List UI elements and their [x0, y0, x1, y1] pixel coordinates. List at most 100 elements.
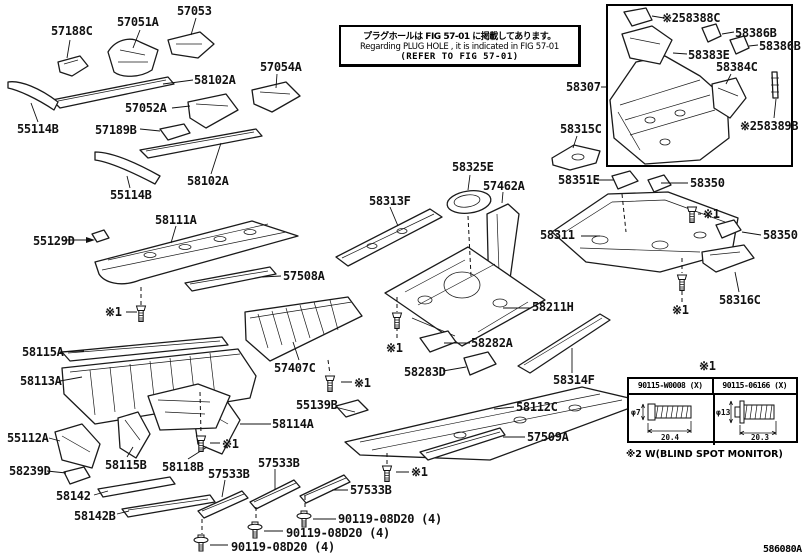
part-57051a-drawing [107, 38, 159, 77]
part-label-58386b-2[interactable]: 58386B [759, 39, 801, 53]
part-label-57407c[interactable]: 57407C [274, 361, 316, 375]
part-label-58311[interactable]: 58311 [540, 228, 575, 242]
part-58113a-drawing [61, 348, 257, 425]
ref-mark-1a: ※1 [105, 305, 122, 319]
part-57533b-3-drawing [299, 474, 351, 504]
part-label-258388c[interactable]: ※258388C [662, 11, 721, 25]
part-58350-1-drawing [647, 174, 672, 193]
notice-text-english: Regarding PLUG HOLE , it is indicated in… [360, 42, 559, 52]
part-label-58111a[interactable]: 58111A [155, 213, 197, 227]
part-57189b-drawing [159, 123, 191, 141]
part-label-57533b-3[interactable]: 57533B [350, 483, 392, 497]
part-58386b-1-drawing [701, 23, 722, 43]
part-label-58351e[interactable]: 58351E [558, 173, 600, 187]
part-57052a-drawing [187, 93, 239, 129]
part-label-55139b[interactable]: 55139B [296, 398, 338, 412]
bolt-icon [136, 305, 146, 322]
part-258388c-drawing [623, 7, 653, 27]
part-label-58325e[interactable]: 58325E [452, 160, 494, 174]
part-label-58118b[interactable]: 58118B [162, 460, 204, 474]
screw2-length: 20.3 [751, 433, 770, 441]
screw-drawing-2: φ13 20.3 [716, 400, 777, 442]
part-label-90119-1[interactable]: 90119-08D20 (4) [338, 512, 442, 526]
part-label-58114a[interactable]: 58114A [272, 417, 314, 431]
part-label-57509a[interactable]: 57509A [527, 430, 569, 444]
part-label-58211h[interactable]: 58211H [532, 300, 574, 314]
part-label-57533b-1[interactable]: 57533B [208, 467, 250, 481]
bolt-icon [392, 312, 402, 329]
fastener-spec-table: 90115-W0008 (X) 90115-06166 (X) φ7 20.4 … [627, 377, 798, 445]
part-label-57508a[interactable]: 57508A [283, 269, 325, 283]
screw-drawing-1: φ7 20.4 [631, 403, 692, 442]
part-label-58113a[interactable]: 58113A [20, 374, 62, 388]
fastener-drawing-cell-1: φ7 20.4 [629, 395, 715, 445]
part-58239d-drawing [63, 466, 91, 485]
part-57054a-drawing [251, 81, 301, 113]
part-58115b-drawing [117, 411, 151, 459]
part-label-58283d[interactable]: 58283D [404, 365, 446, 379]
part-57407c-drawing [244, 296, 363, 362]
part-label-58315c[interactable]: 58315C [560, 122, 602, 136]
part-57533b-2-drawing [249, 479, 301, 510]
part-58316c-drawing [701, 244, 755, 273]
part-58315c-drawing [551, 144, 601, 171]
part-label-58142[interactable]: 58142 [56, 489, 91, 503]
fastener-part-no-1[interactable]: 90115-W0008 (X) [629, 379, 714, 393]
ref-mark-1f: ※1 [703, 207, 720, 221]
part-label-58350-2[interactable]: 58350 [763, 228, 798, 242]
part-58114a-drawing [147, 383, 231, 431]
part-55114b-2-drawing [94, 151, 161, 185]
part-label-55112a[interactable]: 55112A [7, 431, 49, 445]
part-label-58316c[interactable]: 58316C [719, 293, 761, 307]
fastener-part-no-2[interactable]: 90115-06166 (X) [722, 381, 788, 390]
ref-mark-1g: ※1 [672, 303, 689, 317]
part-label-57533b-2[interactable]: 57533B [258, 456, 300, 470]
part-label-58102a-1[interactable]: 58102A [194, 73, 236, 87]
part-label-58313f[interactable]: 58313F [369, 194, 411, 208]
part-label-58112c[interactable]: 58112C [516, 400, 558, 414]
part-label-57462a[interactable]: 57462A [483, 179, 525, 193]
part-label-58282a[interactable]: 58282A [471, 336, 513, 350]
part-label-57052a[interactable]: 57052A [125, 101, 167, 115]
part-label-90119-2[interactable]: 90119-08D20 (4) [286, 526, 390, 540]
part-55114b-1-drawing [7, 81, 59, 111]
part-label-58142b[interactable]: 58142B [74, 509, 116, 523]
fastener-table-body: φ7 20.4 φ13 20.3 [629, 395, 796, 445]
part-label-58383e[interactable]: 58383E [688, 48, 730, 62]
part-label-57189b[interactable]: 57189B [95, 123, 137, 137]
bolt-icon [677, 274, 687, 291]
part-58112c-drawing [344, 386, 647, 461]
part-57533b-1-drawing [197, 490, 249, 519]
ref-mark-1b: ※1 [354, 376, 371, 390]
part-label-55114b-2[interactable]: 55114B [110, 188, 152, 202]
part-label-258389b[interactable]: ※258389B [740, 119, 799, 133]
part-label-58386b-1[interactable]: 58386B [735, 26, 777, 40]
part-label-58350-1[interactable]: 58350 [690, 176, 725, 190]
fastener-table-title: ※1 [699, 359, 716, 373]
notice-text-refer: (REFER TO FIG 57-01) [400, 52, 519, 62]
fastener-drawing-cell-2: φ13 20.3 [715, 395, 799, 445]
part-label-90119-3[interactable]: 90119-08D20 (4) [231, 540, 335, 554]
part-55129d-clip-drawing [91, 229, 110, 243]
part-label-57051a[interactable]: 57051A [117, 15, 159, 29]
part-label-58384c[interactable]: 58384C [716, 60, 758, 74]
rear-panel-inset-frame [606, 4, 793, 167]
part-label-55129d[interactable]: 55129D [33, 234, 75, 248]
part-label-57054a[interactable]: 57054A [260, 60, 302, 74]
part-label-55114b-1[interactable]: 55114B [17, 122, 59, 136]
part-58351e-drawing [611, 170, 639, 190]
part-label-58307[interactable]: 58307 [566, 80, 601, 94]
part-label-57188c[interactable]: 57188C [51, 24, 93, 38]
part-58313f-drawing [335, 208, 443, 267]
part-label-58102a-2[interactable]: 58102A [187, 174, 229, 188]
part-label-58115a[interactable]: 58115A [22, 345, 64, 359]
part-58111a-drawing [94, 220, 299, 285]
part-label-58115b[interactable]: 58115B [105, 458, 147, 472]
part-label-57053[interactable]: 57053 [177, 4, 212, 18]
part-label-58239d[interactable]: 58239D [9, 464, 51, 478]
fastener-table-header: 90115-W0008 (X) 90115-06166 (X) [629, 379, 796, 395]
washer-bolt-icon [296, 510, 312, 528]
part-label-58314f[interactable]: 58314F [553, 373, 595, 387]
dashed-lines [140, 193, 683, 534]
